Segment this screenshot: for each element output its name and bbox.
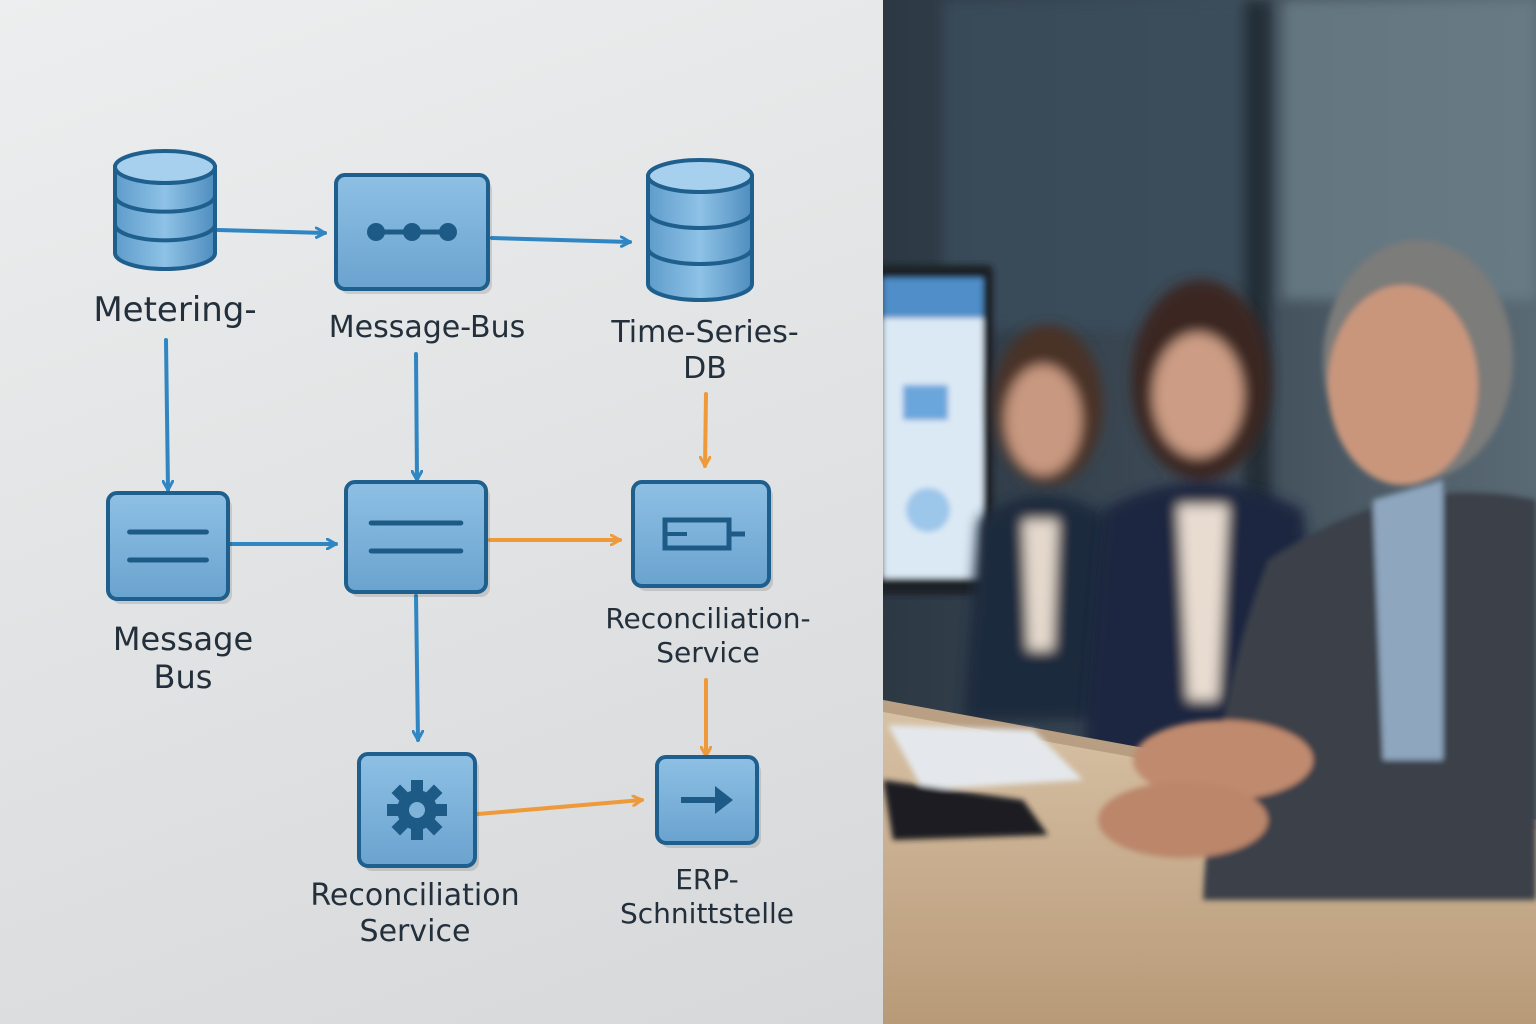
node-label-message-bus-top: Message-Bus bbox=[329, 310, 525, 346]
edge-message_bus_top-to-processor bbox=[416, 352, 417, 482]
edge-processor-to-reconciliation_service_bottom bbox=[416, 594, 418, 742]
edge-metering-to-message_bus_left bbox=[166, 338, 168, 492]
node-label-line: Metering- bbox=[93, 290, 257, 330]
gear-icon bbox=[387, 780, 447, 840]
node-message-bus-top bbox=[334, 173, 492, 294]
node-reconciliation-service-bottom bbox=[357, 752, 479, 871]
node-label-metering: Metering- bbox=[93, 290, 256, 331]
person-left bbox=[963, 325, 1133, 720]
node-label-line: Schnittstelle bbox=[620, 896, 794, 930]
node-label-line: Service bbox=[359, 914, 471, 949]
message-bus-icon bbox=[367, 223, 457, 241]
list-icon bbox=[127, 529, 209, 563]
monitor bbox=[883, 265, 993, 595]
node-label-line: ERP- bbox=[675, 863, 739, 896]
node-label-reconciliation-service-right: Reconciliation-Service bbox=[605, 602, 810, 669]
whiteboard-panel: Metering- Message-Bus Time-Series-DB Messag… bbox=[0, 0, 883, 1024]
node-metering-database-icon bbox=[113, 149, 217, 271]
node-label-time-series-db: Time-Series-DB bbox=[611, 315, 798, 387]
node-erp-interface bbox=[655, 755, 761, 848]
list-icon bbox=[368, 520, 464, 554]
node-label-line: Reconciliation bbox=[310, 878, 520, 913]
edge-message_bus_top-to-time_series_db bbox=[490, 238, 632, 242]
node-reconciliation-service-right bbox=[631, 480, 773, 591]
node-label-line: Message-Bus bbox=[328, 310, 526, 345]
architecture-diagram bbox=[106, 149, 773, 871]
meeting-room-photo bbox=[883, 0, 1536, 1024]
person-right bbox=[1098, 240, 1536, 900]
node-label-line: Service bbox=[656, 635, 760, 669]
node-label-line: Message bbox=[112, 620, 254, 658]
node-message-bus-left bbox=[106, 491, 232, 604]
node-label-line: Time-Series- bbox=[611, 315, 799, 350]
node-time-series-db-database-icon bbox=[646, 158, 754, 302]
edge-reconciliation_service_bottom-to-erp_interface bbox=[476, 800, 644, 816]
node-label-line: Reconciliation- bbox=[605, 602, 811, 635]
node-processor bbox=[344, 480, 490, 597]
node-label-line: Bus bbox=[153, 658, 213, 697]
node-label-erp-interface: ERP-Schnittstelle bbox=[620, 863, 794, 930]
edge-time_series_db-to-reconciliation_service_right bbox=[705, 392, 706, 468]
node-label-line: DB bbox=[683, 351, 727, 386]
meeting-room-background bbox=[883, 0, 1536, 1024]
arrow-right-icon bbox=[681, 786, 733, 814]
edge-metering-to-message_bus_top bbox=[216, 230, 327, 233]
battery-icon bbox=[662, 517, 745, 551]
